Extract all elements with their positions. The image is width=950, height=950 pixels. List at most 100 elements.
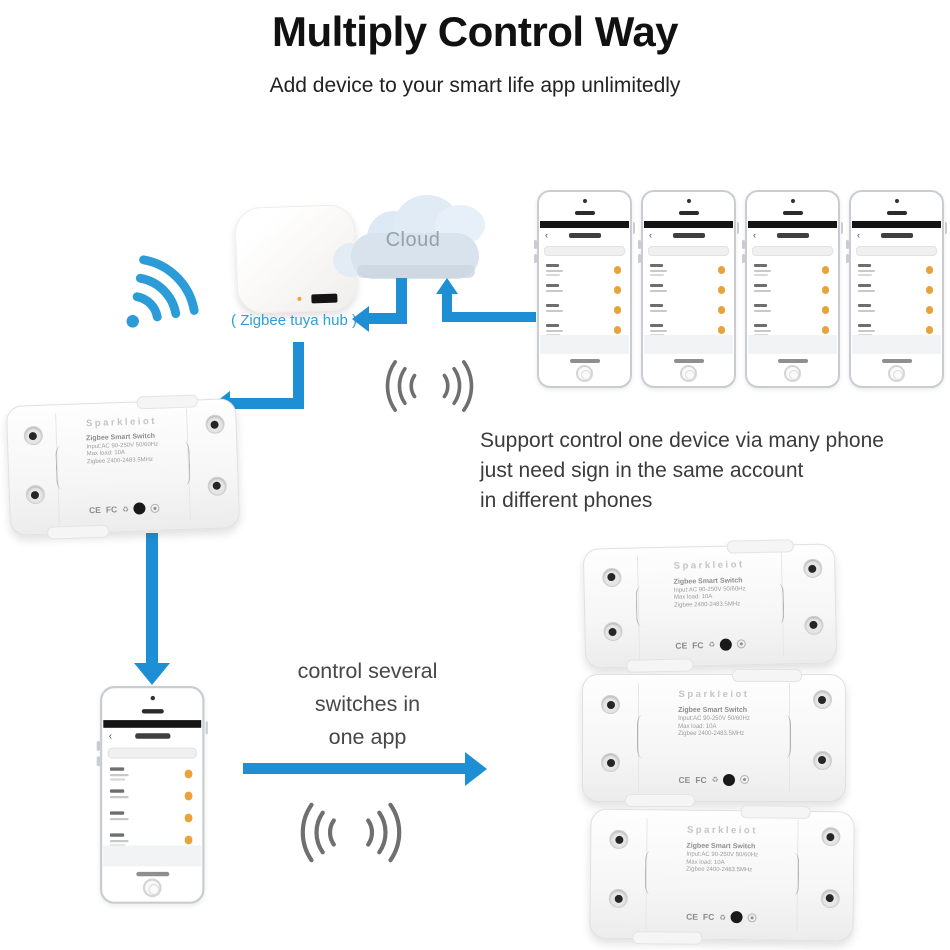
hub-usb-port — [311, 293, 338, 304]
device-list — [754, 262, 831, 342]
brand-label: Sparkleiot — [678, 689, 750, 701]
device-list — [650, 262, 727, 342]
volume-button — [846, 240, 849, 249]
device-name-placeholder — [858, 284, 871, 287]
smart-switch-body: Sparkleiot Zigbee Smart Switch Input:AC … — [5, 394, 241, 540]
smart-switch-body: Sparkleiot Zigbee Smart Switch Input:AC … — [582, 669, 846, 807]
device-toggle — [184, 835, 193, 844]
device-toggle — [925, 326, 933, 334]
phone-speaker — [782, 211, 803, 215]
caption-line: just need sign in the same account — [480, 459, 804, 482]
device-toggle — [613, 286, 621, 294]
device-list — [546, 262, 623, 342]
device-name-placeholder — [754, 324, 767, 327]
spec-line: Zigbee 2400-2483.5MHz — [674, 601, 741, 609]
device-list — [109, 765, 195, 853]
caption-line: switches in — [314, 692, 421, 716]
phone-speaker — [886, 211, 907, 215]
device-sub-placeholder — [858, 270, 875, 272]
phone-speaker — [141, 709, 164, 714]
device-toggle — [925, 306, 933, 314]
device-name-placeholder — [754, 264, 767, 267]
device-list — [858, 262, 935, 342]
small-screw — [737, 639, 747, 649]
phone-speaker — [574, 211, 595, 215]
add-device-label-placeholder — [777, 359, 808, 363]
device-toggle — [821, 326, 829, 334]
smart-switch-body: Sparkleiot Zigbee Smart Switch Input:AC … — [582, 539, 838, 673]
back-arrow-icon: ‹ — [753, 230, 756, 240]
caption-line: one app — [328, 725, 407, 749]
device-sub-placeholder — [650, 290, 667, 292]
power-button — [736, 222, 739, 234]
app-footer-band — [852, 335, 941, 354]
phone-4: ‹ — [846, 190, 947, 388]
device-sub-placeholder — [650, 270, 667, 272]
search-field — [544, 246, 625, 256]
device-sub-placeholder — [650, 310, 667, 312]
search-field — [752, 246, 833, 256]
pairing-button — [723, 773, 736, 786]
device-sub-placeholder — [109, 818, 129, 821]
back-arrow-icon: ‹ — [108, 730, 113, 741]
device-name-placeholder — [858, 264, 871, 267]
mounting-tab — [632, 931, 703, 945]
wifi-icon — [110, 236, 222, 340]
search-field — [107, 747, 197, 759]
model-label: Zigbee Smart Switch — [686, 842, 756, 851]
spec-line: Zigbee 2400-2483.5MHz — [686, 866, 753, 874]
terminal-screw — [204, 414, 225, 435]
phone-camera-icon — [790, 199, 795, 203]
spec-line: Max load: 10A — [678, 723, 717, 730]
case-seam — [638, 682, 640, 794]
device-name-placeholder — [858, 304, 871, 307]
back-arrow-icon: ‹ — [649, 230, 652, 240]
device-sub-placeholder — [109, 840, 129, 843]
power-button — [205, 721, 208, 735]
app-footer-band — [103, 845, 202, 867]
device-toggle — [821, 286, 829, 294]
arrow-shaft — [442, 293, 452, 322]
device-list-item — [109, 765, 195, 787]
add-device-label-placeholder — [881, 359, 912, 363]
home-button-ring — [580, 369, 591, 380]
device-name-placeholder — [858, 324, 871, 327]
ce-mark: CE — [686, 912, 698, 923]
device-list-item — [650, 262, 727, 282]
weee-mark: ♻ — [711, 775, 719, 785]
power-button — [840, 222, 843, 234]
cloud-icon: Cloud — [333, 193, 501, 291]
device-sub-placeholder — [858, 290, 875, 292]
phone-camera-icon — [582, 199, 587, 203]
smart-switch-body: Sparkleiot Zigbee Smart Switch Input:AC … — [589, 805, 855, 945]
mounting-tab — [732, 669, 803, 682]
wiring-diagram-glyph — [789, 852, 800, 897]
device-sub-placeholder — [109, 796, 129, 799]
device-name-placeholder — [109, 767, 125, 771]
phone-camera-icon — [894, 199, 899, 203]
arrow-cloud-to-hub — [352, 278, 412, 332]
back-arrow-icon: ‹ — [545, 230, 548, 240]
device-sub-placeholder — [546, 310, 563, 312]
hub-label: ( Zigbee tuya hub ) — [231, 312, 357, 329]
weee-mark: ♻ — [708, 640, 716, 650]
device-name-placeholder — [546, 284, 559, 287]
device-toggle — [184, 769, 193, 778]
device-list-item — [650, 282, 727, 302]
smartphone-frame: ‹ — [742, 190, 843, 388]
arrow-phones-to-cloud — [436, 278, 541, 324]
device-name-placeholder — [754, 284, 767, 287]
device-sub-placeholder — [754, 270, 771, 272]
home-button-ring — [684, 369, 695, 380]
device-sub-placeholder — [858, 330, 875, 332]
weee-mark: ♻ — [122, 504, 130, 515]
spec-line: Input:AC 90-250V 50/60Hz — [678, 716, 750, 723]
device-sub-placeholder — [650, 330, 667, 332]
fcc-mark: FC — [692, 639, 704, 651]
hub-led — [297, 296, 302, 301]
brand-label: Sparkleiot — [673, 559, 745, 573]
device-name-placeholder — [754, 304, 767, 307]
volume-button — [534, 254, 537, 263]
arrow-head — [352, 306, 369, 332]
